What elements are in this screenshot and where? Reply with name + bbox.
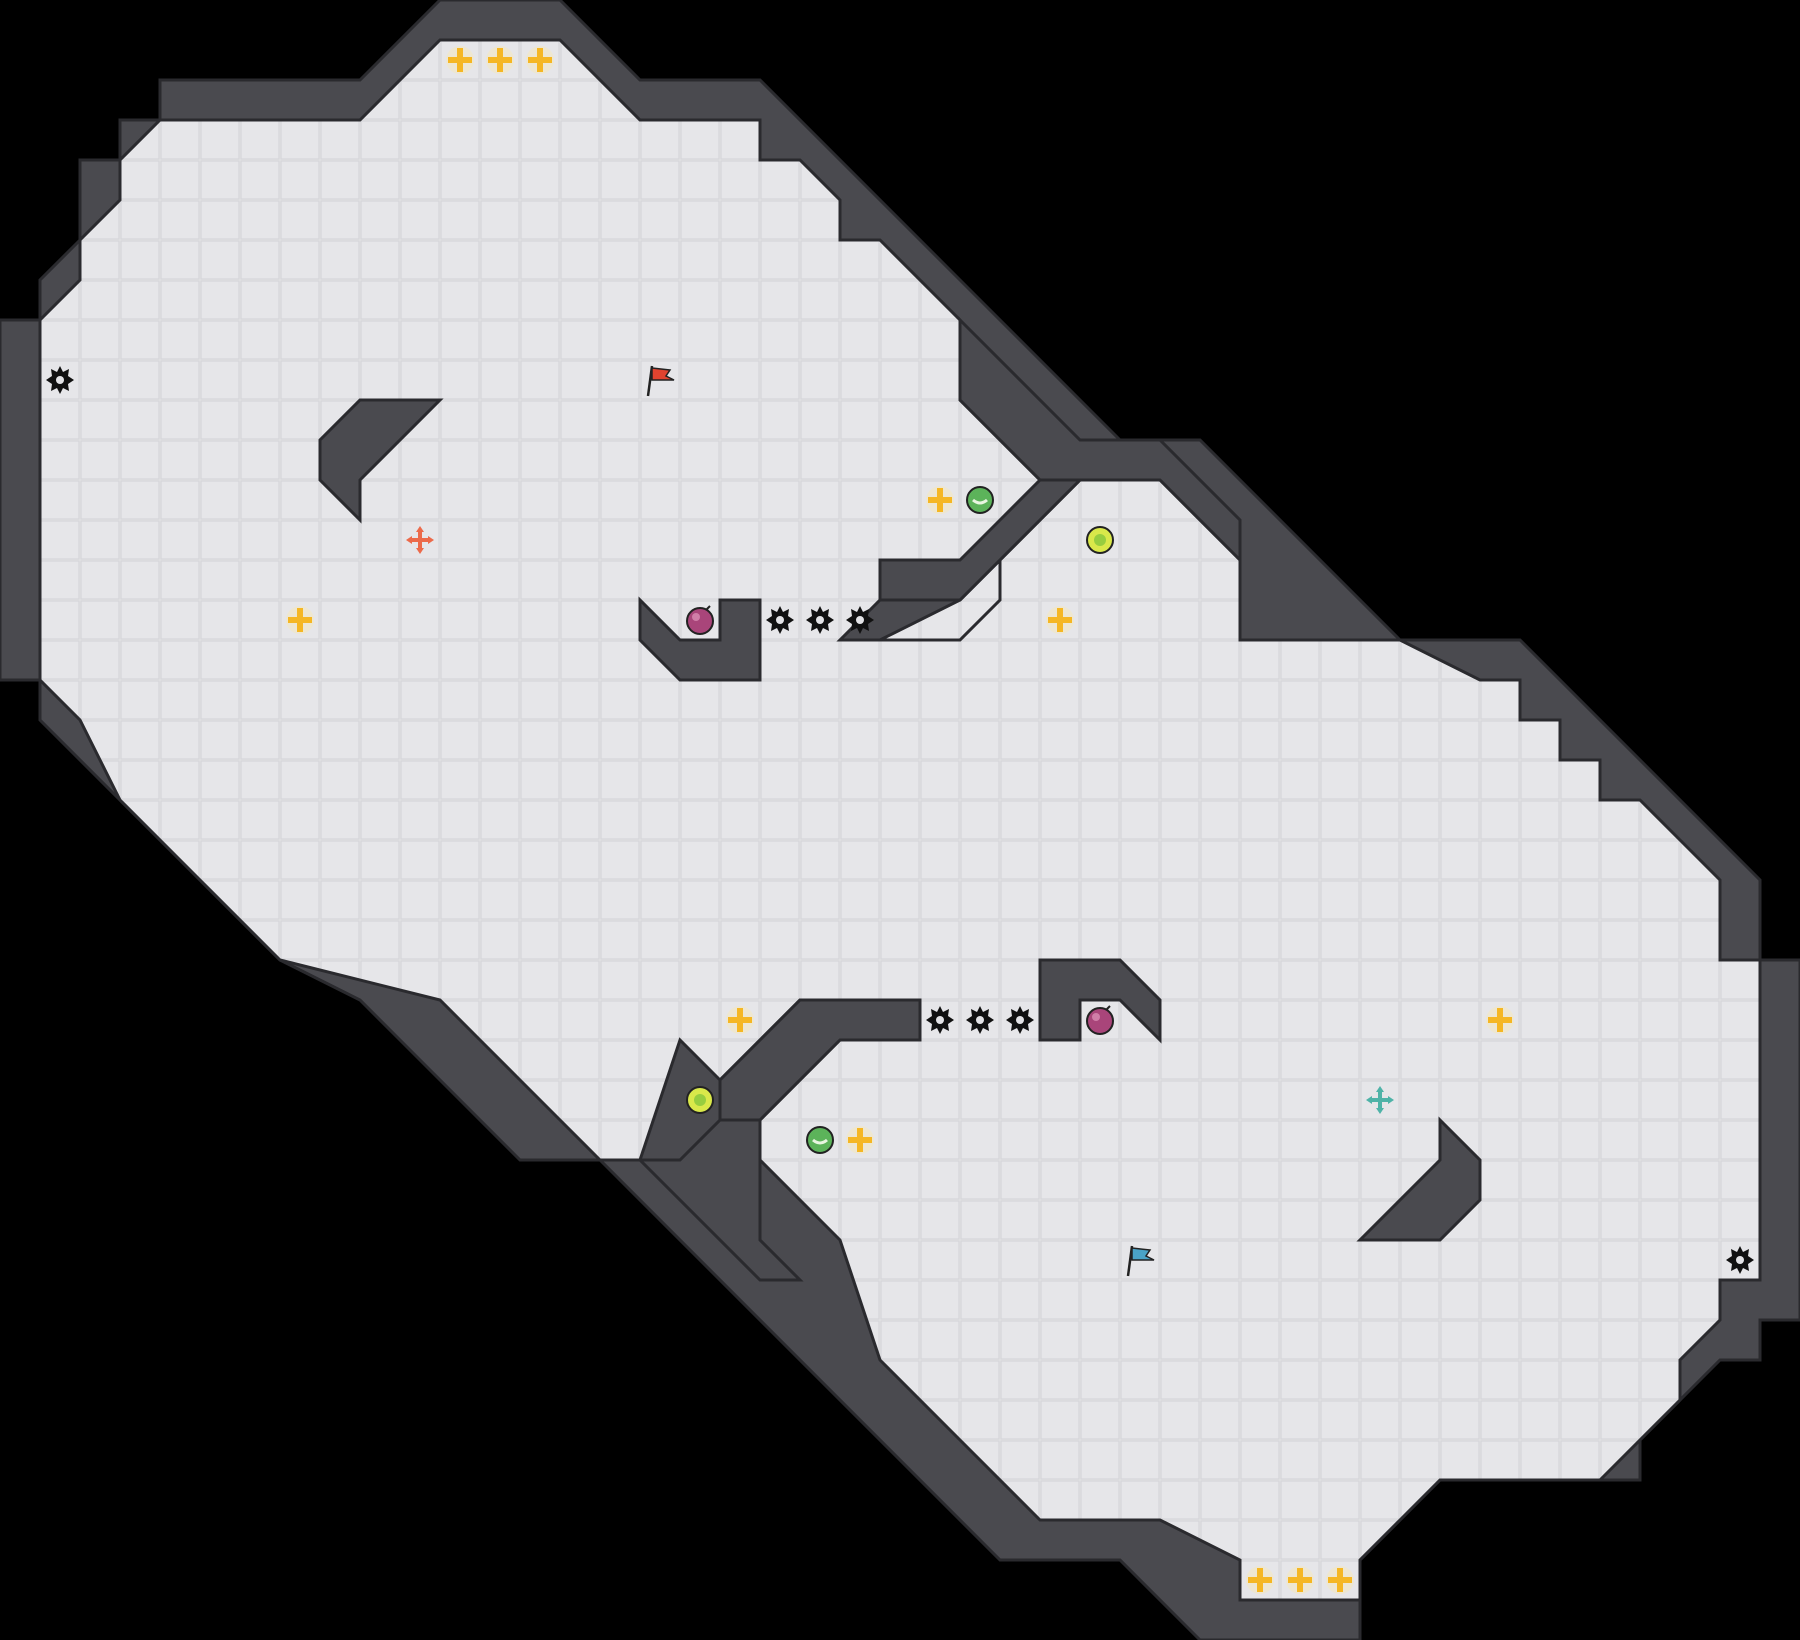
red-flag-icon <box>640 360 680 400</box>
boost-icon <box>480 40 520 80</box>
boost-icon <box>920 480 960 520</box>
boost-icon <box>520 40 560 80</box>
spike-icon <box>840 600 880 640</box>
boost-icon <box>440 40 480 80</box>
powerup-icon <box>680 1080 720 1120</box>
boost-icon <box>1480 1000 1520 1040</box>
boost-icon <box>1280 1560 1320 1600</box>
boost-icon <box>1320 1560 1360 1600</box>
boost-icon <box>720 1000 760 1040</box>
bomb-icon <box>1080 1000 1120 1040</box>
floor <box>38 38 1762 1602</box>
obstacle-lower-right <box>1356 1116 1482 1242</box>
spike-icon <box>920 1000 960 1040</box>
spike-icon <box>40 360 80 400</box>
spike-icon <box>760 600 800 640</box>
obstacle-upper-right-shelf <box>878 478 1084 602</box>
bomb-icon <box>680 600 720 640</box>
boost-icon <box>1040 600 1080 640</box>
blue-flag-icon <box>1120 1240 1160 1280</box>
button-icon <box>960 480 1000 520</box>
red-boost-icon <box>400 520 440 560</box>
powerup-icon <box>1080 520 1120 560</box>
spike-icon <box>1720 1240 1760 1280</box>
spike-icon <box>800 600 840 640</box>
spike-icon <box>1000 1000 1040 1040</box>
obstacle-upper-left <box>318 398 444 524</box>
boost-icon <box>280 600 320 640</box>
blue-boost-icon <box>1360 1080 1400 1120</box>
obstacle-bomb-pocket-top <box>638 596 762 682</box>
obstacle-bomb-pocket-bottom <box>1038 958 1162 1044</box>
obstacle-lower-center-shelf <box>718 998 922 1122</box>
boost-icon <box>840 1120 880 1160</box>
boost-icon <box>1240 1560 1280 1600</box>
spike-icon <box>960 1000 1000 1040</box>
button-icon <box>800 1120 840 1160</box>
